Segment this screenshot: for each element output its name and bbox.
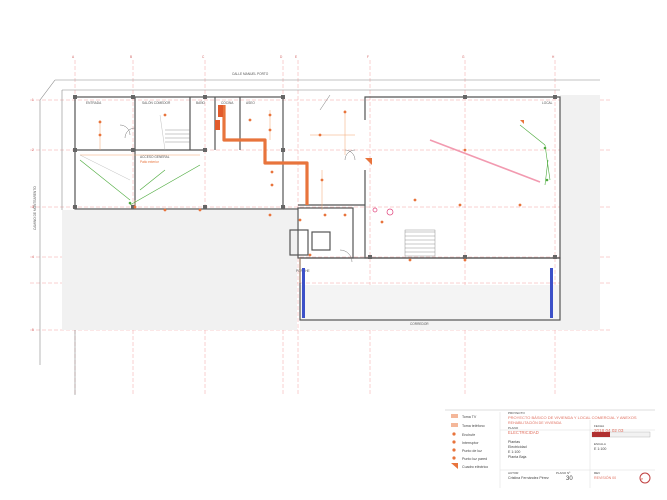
legend-swatch-1 bbox=[451, 423, 458, 427]
plan-title: ELECTRICIDAD bbox=[508, 430, 539, 435]
title-block-text: PROYECTO PROYECTO BÁSICO DE VIVIENDA Y L… bbox=[508, 411, 637, 482]
legend-label-6: Cuadro eléctrico bbox=[462, 465, 488, 469]
sheet-label: PLANO Nº bbox=[556, 471, 571, 475]
project-line-2: REHABILITACIÓN DE VIVIENDA bbox=[508, 420, 562, 425]
svg-text:e: e bbox=[641, 476, 644, 481]
svg-text:A: A bbox=[72, 55, 75, 59]
svg-text:1: 1 bbox=[32, 98, 34, 102]
project-line-1: PROYECTO BÁSICO DE VIVIENDA Y LOCAL COME… bbox=[508, 415, 637, 420]
scale-value: E 1:100 bbox=[594, 447, 606, 451]
title-block: e bbox=[445, 409, 655, 488]
svg-text:F: F bbox=[367, 55, 369, 59]
legend-label-1: Toma teléfono bbox=[462, 424, 485, 428]
legend-swatch-6 bbox=[451, 463, 458, 469]
legend-label-5: Punto luz pared bbox=[462, 457, 487, 461]
svg-text:5: 5 bbox=[32, 328, 34, 332]
legend-swatch-3 bbox=[452, 440, 456, 444]
scale-label: ESCALA bbox=[594, 442, 606, 446]
project-label: PROYECTO bbox=[508, 411, 525, 415]
legend-label-4: Punto de luz bbox=[462, 449, 482, 453]
legend-swatch-0 bbox=[451, 414, 458, 418]
main-wiring-trunk bbox=[222, 105, 309, 205]
legend-swatch-4 bbox=[452, 448, 456, 452]
svg-text:G: G bbox=[462, 55, 465, 59]
grey-circuits bbox=[79, 114, 166, 181]
room-labels: ENTRADA SALÓN COMEDOR BAÑO COCINA ASEO A… bbox=[86, 100, 553, 326]
columns bbox=[73, 95, 557, 259]
room-label-patio-left: Patio exterior bbox=[140, 160, 160, 164]
sheet-number: 30 bbox=[566, 476, 573, 482]
legend: Toma TV Toma teléfono Enchufe Interrupto… bbox=[451, 414, 488, 469]
electrical-symbols bbox=[98, 110, 524, 262]
site-boundary bbox=[39, 79, 600, 395]
exterior-hatch bbox=[62, 95, 600, 330]
svg-text:3: 3 bbox=[32, 205, 34, 209]
room-label-aseo: ASEO bbox=[246, 101, 255, 105]
door-swings bbox=[119, 94, 356, 263]
svg-text:B: B bbox=[130, 55, 132, 59]
legend-swatch-5 bbox=[452, 456, 456, 460]
pink-light-strip bbox=[429, 139, 541, 183]
orange-box-hatch bbox=[215, 105, 223, 130]
room-label-entrada: ENTRADA bbox=[86, 101, 102, 105]
author-name: Cristina Fernández Pérez bbox=[508, 476, 549, 480]
room-label-salon: SALÓN COMEDOR bbox=[142, 100, 171, 105]
stairs bbox=[165, 129, 436, 257]
plan-line-3: E 1:100 bbox=[508, 450, 520, 454]
green-symbols bbox=[128, 146, 549, 205]
street-label: CALLE MANUEL PORTO bbox=[232, 72, 269, 76]
blue-windows bbox=[302, 268, 553, 318]
room-label-acceso: ACCESO GENERAL bbox=[140, 155, 170, 159]
legend-swatch-2 bbox=[452, 432, 456, 436]
plan-line-4: Planta Baja bbox=[508, 455, 526, 459]
plan-line-2: Electricidad bbox=[508, 445, 527, 449]
revision-value: REVISIÓN 00 bbox=[594, 475, 616, 480]
svg-text:4: 4 bbox=[32, 255, 34, 259]
plan-date: 2018 04 02 03 bbox=[594, 428, 624, 433]
green-circuits bbox=[79, 124, 551, 206]
walls-right bbox=[283, 96, 561, 321]
svg-text:2: 2 bbox=[32, 148, 34, 152]
room-label-corridor: CORREDOR bbox=[410, 322, 429, 326]
room-label-bano: BAÑO bbox=[196, 100, 206, 105]
legend-label-3: Interruptor bbox=[462, 441, 479, 445]
grid-axis-labels: A B C D E F G H 1 2 3 4 5 bbox=[32, 55, 555, 332]
svg-text:E: E bbox=[295, 55, 297, 59]
date-label: FECHA bbox=[594, 424, 604, 428]
legend-label-0: Toma TV bbox=[462, 415, 477, 419]
svg-text:D: D bbox=[280, 55, 283, 59]
revision-label: REV bbox=[594, 471, 600, 475]
room-label-local: LOCAL bbox=[542, 101, 553, 105]
plan-label: PLANO bbox=[508, 426, 519, 430]
svg-text:H: H bbox=[552, 55, 555, 59]
author-label: AUTOR bbox=[508, 471, 519, 475]
legend-label-2: Enchufe bbox=[462, 433, 475, 437]
room-label-cocina: COCINA bbox=[221, 101, 234, 105]
logo-mark bbox=[639, 472, 651, 484]
walls-left bbox=[74, 96, 284, 210]
svg-text:C: C bbox=[202, 55, 205, 59]
side-street-label: CAMINO DE MONTEARENTO bbox=[33, 186, 37, 230]
pink-symbols bbox=[372, 207, 394, 216]
plan-line-1: Plantas bbox=[508, 440, 520, 444]
